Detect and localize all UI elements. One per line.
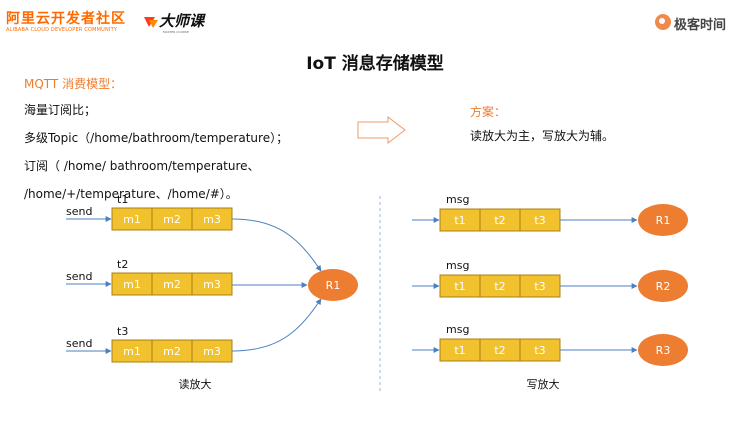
receiver-node	[638, 334, 688, 366]
send-label: send	[66, 270, 92, 283]
consumption-model-line: 海量订阅比；	[24, 103, 97, 117]
topic-label: t2	[117, 258, 128, 271]
message-cell	[191, 272, 233, 296]
geekbang-logo-text: 极客时间	[674, 18, 727, 33]
message-cell-label: m3	[203, 213, 221, 226]
message-cell-label: m2	[163, 213, 181, 226]
consumption-model-line: 订阅（ /home/ bathroom/temperature、	[24, 159, 260, 173]
master-class-label: 大师课	[159, 12, 205, 30]
consumption-model-heading: MQTT 消费模型：	[24, 77, 123, 91]
read-amp-caption: 读放大	[179, 377, 212, 391]
queue-cell-label: t3	[534, 214, 545, 227]
queue-label: msg	[446, 193, 469, 206]
consumption-model-line: 多级Topic（/home/bathroom/temperature）；	[24, 131, 289, 145]
queue-cell-label: t3	[534, 344, 545, 357]
master-class-sublabel: MASTER COURSE	[163, 30, 189, 34]
queue-label: msg	[446, 259, 469, 272]
message-cell-label: m1	[123, 213, 141, 226]
master-class-logo-icon	[144, 17, 158, 28]
receiver-label: R3	[656, 344, 671, 357]
message-cell-label: m3	[203, 278, 221, 291]
hollow-arrow-icon	[357, 115, 406, 145]
slide-title: IoT 消息存储模型	[306, 54, 444, 74]
receiver-node	[638, 204, 688, 236]
message-cell-label: m2	[163, 345, 181, 358]
write-amp-caption: 写放大	[527, 377, 560, 391]
receiver-label: R2	[656, 280, 671, 293]
queue-label: msg	[446, 323, 469, 336]
queue-cell-label: t1	[454, 214, 465, 227]
consumption-model-section: MQTT 消费模型： 海量订阅比； 多级Topic（/home/bathroom…	[24, 72, 384, 208]
receiver-node	[638, 270, 688, 302]
queue-cell-label: t2	[494, 344, 505, 357]
queue-cell-label: t1	[454, 280, 465, 293]
topic-label: t1	[117, 193, 128, 206]
geekbang-logo-icon	[655, 14, 671, 30]
brand-logo-text: 阿里云开发者社区	[6, 11, 126, 27]
queue-cell-label: t2	[494, 280, 505, 293]
queue-cell-label: t3	[534, 280, 545, 293]
message-cell-label: m1	[123, 345, 141, 358]
send-label: send	[66, 205, 92, 218]
receiver-label: R1	[326, 279, 341, 292]
message-cell-label: m1	[123, 278, 141, 291]
queue-cell-label: t2	[494, 214, 505, 227]
receiver-label: R1	[656, 214, 671, 227]
solution-heading: 方案：	[470, 105, 507, 119]
send-label: send	[66, 337, 92, 350]
brand-logo-subtext: ALIBABA CLOUD DEVELOPER COMMUNITY	[6, 27, 118, 33]
consumption-model-line: /home/+/temperature、/home/#）。	[24, 187, 238, 201]
message-cell-label: m2	[163, 278, 181, 291]
solution-body: 读放大为主，写放大为辅。	[470, 129, 615, 143]
solution-section: 方案： 读放大为主，写放大为辅。	[470, 100, 614, 148]
message-cell-label: m3	[203, 345, 221, 358]
consume-arrow	[231, 298, 322, 352]
receiver-node	[308, 269, 358, 301]
topic-label: t3	[117, 325, 128, 338]
consume-arrow	[231, 218, 322, 272]
queue-cell-label: t1	[454, 344, 465, 357]
